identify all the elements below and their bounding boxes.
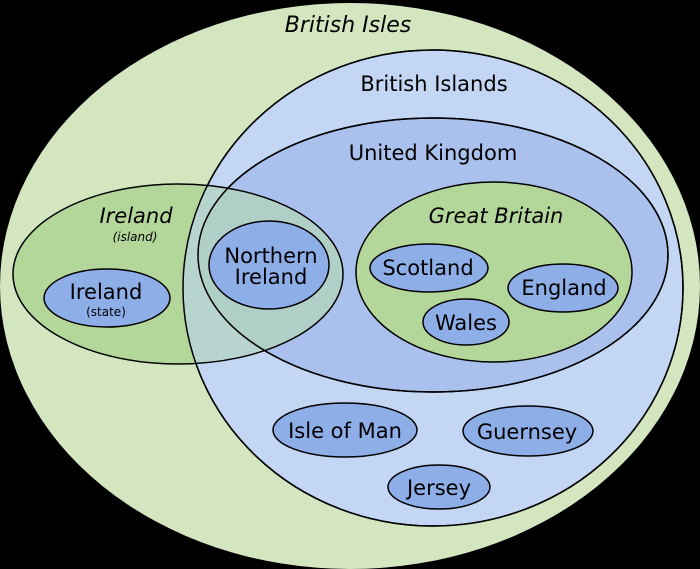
region-northern-ireland: Northern Ireland bbox=[208, 220, 330, 310]
label-northern-ireland-line1: Northern bbox=[224, 244, 317, 268]
region-wales: Wales bbox=[422, 298, 510, 346]
label-british-islands: British Islands bbox=[360, 72, 507, 96]
label-british-isles: British Isles bbox=[285, 13, 411, 38]
region-guernsey: Guernsey bbox=[462, 405, 594, 457]
region-scotland: Scotland bbox=[369, 243, 489, 293]
sublabel-ireland-island: (island) bbox=[113, 230, 158, 244]
label-jersey: Jersey bbox=[405, 476, 471, 500]
label-northern-ireland-line2: Ireland bbox=[235, 265, 308, 289]
region-england: England bbox=[507, 263, 619, 313]
label-great-britain: Great Britain bbox=[429, 204, 564, 228]
sublabel-ireland-state: (state) bbox=[86, 305, 126, 319]
label-united-kingdom: United Kingdom bbox=[349, 141, 518, 165]
label-ireland-state: Ireland bbox=[70, 280, 143, 304]
region-ireland-state: Ireland (state) bbox=[43, 268, 171, 328]
label-scotland: Scotland bbox=[382, 256, 473, 280]
label-ireland-island: Ireland bbox=[99, 204, 173, 228]
label-isle-of-man: Isle of Man bbox=[288, 419, 402, 443]
region-isle-of-man: Isle of Man bbox=[272, 402, 418, 458]
label-guernsey: Guernsey bbox=[477, 420, 577, 444]
label-england: England bbox=[521, 276, 606, 300]
region-jersey: Jersey bbox=[387, 464, 491, 510]
label-wales: Wales bbox=[435, 311, 497, 335]
